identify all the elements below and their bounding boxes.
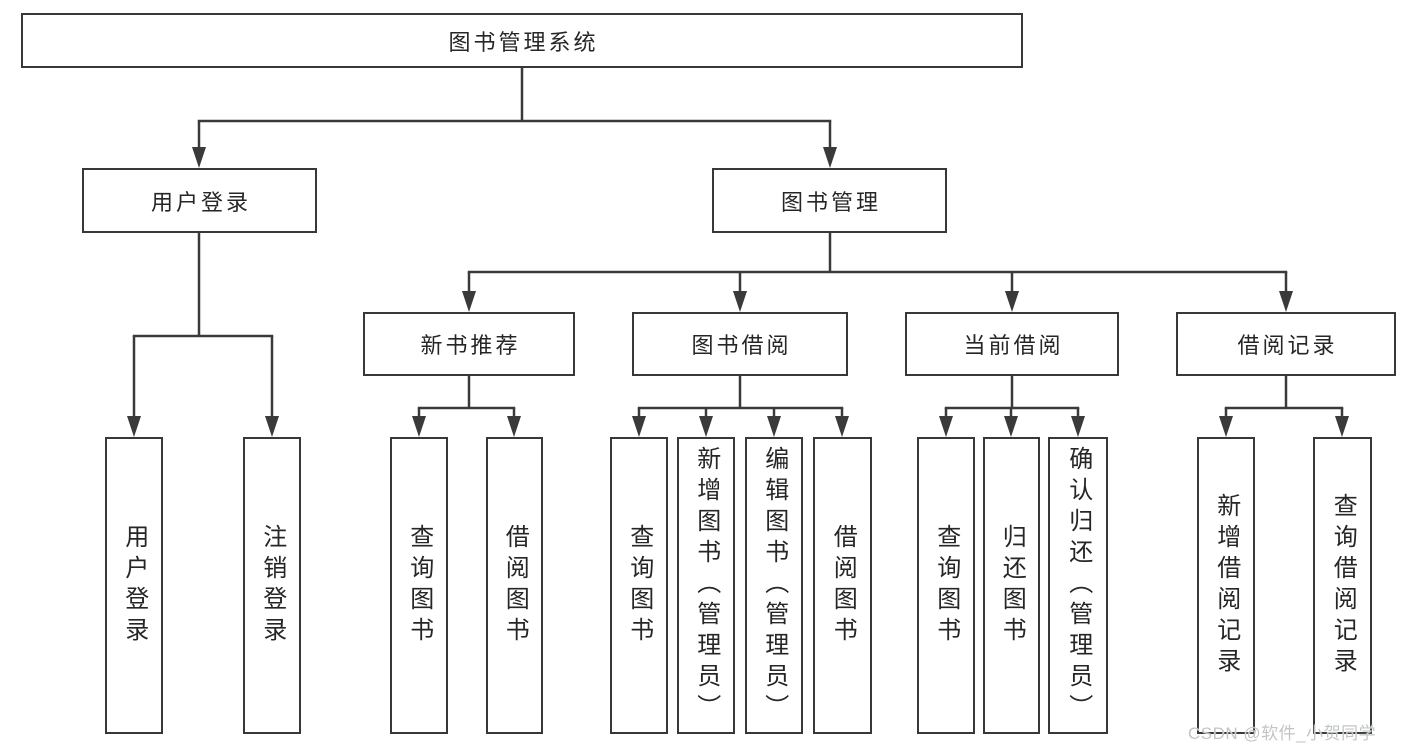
leaf-borrow-books-recommend-label: 借阅图书	[501, 523, 529, 648]
leaf-query-books-recommend: 查询图书	[390, 437, 448, 734]
arrowhead	[699, 416, 713, 437]
leaf-edit-books-admin-label: 编辑图书（管理员）	[760, 446, 788, 725]
arrowhead	[462, 291, 476, 312]
leaf-return-books: 归还图书	[983, 437, 1040, 734]
arrowhead	[733, 291, 747, 312]
arrowhead	[265, 416, 279, 437]
arrowhead	[192, 147, 206, 168]
leaf-add-books-admin-label: 新增图书（管理员）	[692, 446, 720, 725]
leaf-borrow-books-borrow-label: 借阅图书	[829, 523, 857, 648]
arrowhead	[1279, 291, 1293, 312]
leaf-query-borrow-record: 查询借阅记录	[1313, 437, 1372, 734]
arrowhead	[507, 416, 521, 437]
node-current-borrow-label: 当前借阅	[963, 333, 1064, 358]
leaf-query-books-current-label: 查询图书	[932, 523, 960, 648]
node-new-book-recommend: 新书推荐	[363, 312, 575, 376]
leaf-confirm-return-admin-label: 确认归还（管理员）	[1064, 446, 1092, 725]
node-borrow-records-label: 借阅记录	[1237, 333, 1338, 358]
arrowhead	[835, 416, 849, 437]
leaf-borrow-books-borrow: 借阅图书	[813, 437, 872, 734]
arrowhead	[1004, 416, 1018, 437]
arrowhead	[767, 416, 781, 437]
arrowhead	[1005, 291, 1019, 312]
leaf-query-books-recommend-label: 查询图书	[405, 523, 433, 648]
node-book-borrow: 图书借阅	[632, 312, 848, 376]
arrowhead	[939, 416, 953, 437]
node-user-login-label: 用户登录	[150, 189, 251, 215]
leaf-user-login: 用户登录	[105, 437, 163, 734]
leaf-add-borrow-record: 新增借阅记录	[1197, 437, 1255, 734]
node-user-login: 用户登录	[82, 168, 317, 233]
node-book-management-label: 图书管理	[780, 189, 881, 215]
arrowhead	[127, 416, 141, 437]
leaf-edit-books-admin: 编辑图书（管理员）	[745, 437, 803, 734]
leaf-query-books-borrow: 查询图书	[610, 437, 668, 734]
arrowhead	[1335, 416, 1349, 437]
leaf-query-borrow-record-label: 查询借阅记录	[1329, 492, 1357, 679]
arrowhead	[1071, 416, 1085, 437]
leaf-query-books-current: 查询图书	[917, 437, 975, 734]
node-book-borrow-label: 图书借阅	[691, 333, 792, 358]
leaf-add-books-admin: 新增图书（管理员）	[677, 437, 735, 734]
node-new-book-recommend-label: 新书推荐	[420, 333, 521, 358]
arrowhead	[1219, 416, 1233, 437]
leaf-return-books-label: 归还图书	[998, 523, 1026, 648]
arrowhead	[823, 147, 837, 168]
node-root: 图书管理系统	[21, 13, 1023, 68]
node-current-borrow: 当前借阅	[905, 312, 1119, 376]
leaf-confirm-return-admin: 确认归还（管理员）	[1048, 437, 1108, 734]
leaf-query-books-borrow-label: 查询图书	[625, 523, 653, 648]
arrowhead	[632, 416, 646, 437]
arrowhead	[412, 416, 426, 437]
leaf-add-borrow-record-label: 新增借阅记录	[1212, 492, 1240, 679]
node-borrow-records: 借阅记录	[1176, 312, 1396, 376]
node-book-management: 图书管理	[712, 168, 947, 233]
leaf-logout-login: 注销登录	[243, 437, 301, 734]
csdn-watermark: CSDN @软件_小贺同学	[1188, 724, 1377, 743]
leaf-user-login-label: 用户登录	[120, 523, 148, 648]
leaf-borrow-books-recommend: 借阅图书	[486, 437, 543, 734]
leaf-logout-login-label: 注销登录	[258, 523, 286, 648]
node-root-label: 图书管理系统	[448, 29, 599, 55]
